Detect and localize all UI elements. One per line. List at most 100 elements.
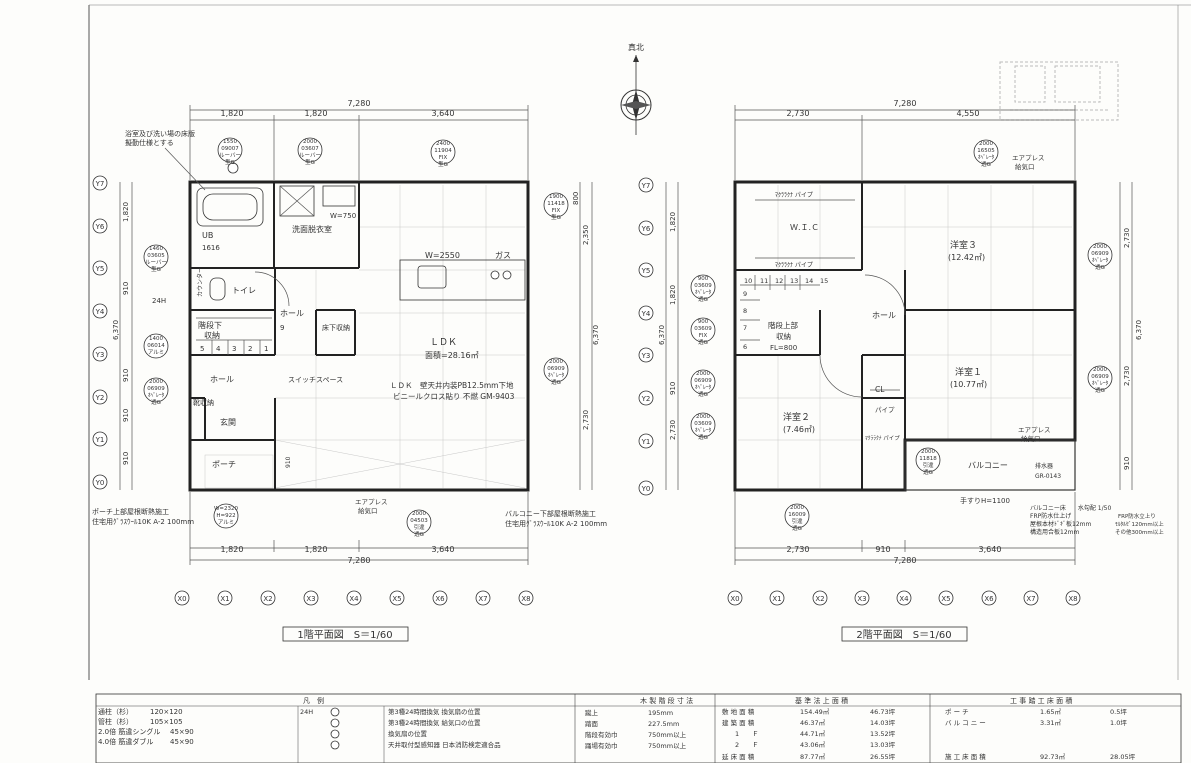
- f1-dim-side: 910: [122, 452, 130, 465]
- legend-area-value: 154.49㎡: [800, 707, 830, 716]
- svg-text:ｵﾍﾟﾚｰﾀ: ｵﾍﾟﾚｰﾀ: [548, 372, 565, 379]
- svg-text:2000: 2000: [790, 505, 804, 511]
- legend-stair-value: 227.5mm: [648, 720, 679, 728]
- stair-step-number: 1: [264, 345, 268, 353]
- f1-grid-y: Y7 Y6 Y5 Y4 Y3 Y2 Y1 Y0: [92, 175, 108, 490]
- f2-dim-side: 1,820: [669, 212, 677, 232]
- svg-text:Y6: Y6: [95, 223, 105, 231]
- svg-text:X1: X1: [220, 595, 229, 603]
- legend-stair-item: 階段有効巾: [585, 730, 618, 739]
- svg-text:11418: 11418: [547, 201, 565, 207]
- svg-text:X7: X7: [1026, 595, 1035, 603]
- f1-kitchen-width: W=2550: [425, 251, 460, 260]
- f2-pipe2: ﾏｸﾗﾗｸﾅ パイプ: [775, 262, 813, 269]
- svg-text:2000: 2000: [921, 449, 935, 455]
- svg-text:2000: 2000: [412, 511, 426, 517]
- f1-note-balcony1: バルコニー下部屋根断熱施工: [505, 509, 596, 518]
- f2-window-callout: 2000 11818 引違 透G: [915, 447, 941, 476]
- svg-text:03609: 03609: [694, 421, 712, 427]
- f2-pipe3: パイプ: [875, 406, 895, 414]
- svg-text:ｵﾍﾟﾚｰﾀ: ｵﾍﾟﾚｰﾀ: [695, 427, 712, 434]
- f1-window-callout: 2400 11904 FIX 型G: [430, 139, 456, 168]
- f2-window-callout: 2000 16505 ｵﾍﾟﾚｰﾀ 透G: [973, 139, 999, 168]
- legend-work-value: 92.73㎡: [1040, 752, 1066, 761]
- svg-text:Y3: Y3: [641, 352, 651, 360]
- f1-dim-bottom-part: 1,820: [221, 545, 244, 554]
- f2-drain: 排水器: [1035, 462, 1053, 470]
- legend-area-item: 2 Ｆ: [735, 741, 759, 749]
- f1-dim-side: 910: [122, 282, 130, 295]
- f1-window-callout: 2000 06909 ｵﾍﾟﾚｰﾀ 透G: [143, 377, 169, 406]
- svg-text:Y2: Y2: [641, 395, 651, 403]
- legend-work-tsubo: 0.5坪: [1110, 708, 1127, 716]
- svg-text:06014: 06014: [147, 343, 165, 349]
- f2-cl: CL: [875, 385, 885, 394]
- f2-title: 2階平面図 S＝1/60: [856, 629, 951, 641]
- svg-text:引違: 引違: [791, 517, 803, 525]
- f2-balcony-note-right: その他300mm以上: [1115, 528, 1164, 536]
- f1-note-bath: 浴室及び洗い場の床版: [125, 129, 195, 138]
- svg-text:09007: 09007: [221, 146, 239, 152]
- legend-menseki-title: 基 準 法 上 面 積: [795, 696, 848, 705]
- f1-aircap: エアプレス: [355, 498, 388, 506]
- legend-material: 4.0倍 筋違ダブル: [98, 737, 153, 746]
- stair-step-number: 13: [790, 277, 798, 285]
- f1-dim-right: 2,730: [582, 410, 590, 430]
- svg-text:X8: X8: [1068, 595, 1077, 603]
- svg-text:透G: 透G: [981, 160, 991, 168]
- f2-window-callout: 2000 06909 ｵﾍﾟﾚｰﾀ 透G: [690, 369, 716, 398]
- f1-dim-side: 910: [122, 409, 130, 422]
- f2-dim-right-total: 6,370: [1135, 320, 1143, 340]
- f1-room-hall: ホール: [280, 309, 304, 318]
- svg-text:FIX: FIX: [439, 155, 448, 161]
- svg-text:W=2320: W=2320: [214, 506, 239, 512]
- legend-work-value: 3.31㎡: [1040, 718, 1061, 727]
- svg-text:FIX: FIX: [552, 208, 561, 214]
- f2-aircap2: 給気口: [1015, 162, 1035, 171]
- f2-dim-side: 1,820: [669, 285, 677, 305]
- stair-step-number: 3: [232, 345, 236, 353]
- svg-text:ルーバー: ルーバー: [299, 152, 321, 159]
- svg-text:1900: 1900: [549, 194, 563, 200]
- svg-text:型G: 型G: [151, 265, 161, 273]
- stair-step-number: 6: [743, 343, 747, 351]
- svg-text:Y3: Y3: [95, 351, 105, 359]
- legend-material: 管柱（杉）: [98, 717, 133, 726]
- stair-step-number: 14: [805, 277, 813, 285]
- f2-dim-top-part: 4,550: [957, 109, 980, 118]
- svg-text:Y7: Y7: [95, 180, 105, 188]
- legend-work-value: 1.65㎡: [1040, 707, 1061, 716]
- bathtub: [196, 187, 264, 227]
- f2-room2: 洋室２: [783, 411, 810, 423]
- legend-stair-value: 195mm: [648, 709, 673, 717]
- f2-stairs: [740, 275, 820, 341]
- svg-text:Y0: Y0: [641, 485, 651, 493]
- f2-dim-right: 2,730: [1123, 366, 1131, 386]
- svg-text:引違: 引違: [922, 461, 934, 469]
- svg-text:900: 900: [698, 276, 709, 282]
- legend-work-item: 施 工 床 面 積: [945, 752, 986, 761]
- svg-text:Y7: Y7: [641, 182, 651, 190]
- svg-text:透G: 透G: [414, 530, 424, 538]
- svg-text:ｵﾍﾟﾚｰﾀ: ｵﾍﾟﾚｰﾀ: [148, 392, 165, 399]
- svg-text:H=922: H=922: [216, 513, 235, 519]
- stair-step-number: 2: [248, 345, 252, 353]
- legend-desc: 換気扇の位置: [388, 729, 428, 738]
- legend-area-value: 44.71㎡: [800, 729, 826, 738]
- legend-area-tsubo: 13.52坪: [870, 730, 896, 738]
- f2-window-callout: 900 03609 ｵﾍﾟﾚｰﾀ 透G: [690, 274, 716, 303]
- legend-work-tsubo: 1.0坪: [1110, 719, 1127, 727]
- legend-area-value: 46.37㎡: [800, 718, 826, 727]
- legend-material: 2.0倍 筋違シングル: [98, 727, 160, 736]
- svg-text:06909: 06909: [147, 386, 165, 392]
- f1-dim-right: 2,350: [582, 225, 590, 245]
- legend-area-item: 1 Ｆ: [735, 730, 759, 738]
- f2-balcony-note: 屋根本材ﾄﾞｷﾞ板12mm: [1030, 520, 1091, 528]
- svg-text:X6: X6: [984, 595, 994, 603]
- legend-work-item: バ ル コ ニ ー: [945, 719, 986, 727]
- svg-text:1460: 1460: [149, 246, 163, 252]
- legend-stair-item: 踊場有効巾: [585, 741, 618, 750]
- legend-area-tsubo: 14.03坪: [870, 719, 896, 727]
